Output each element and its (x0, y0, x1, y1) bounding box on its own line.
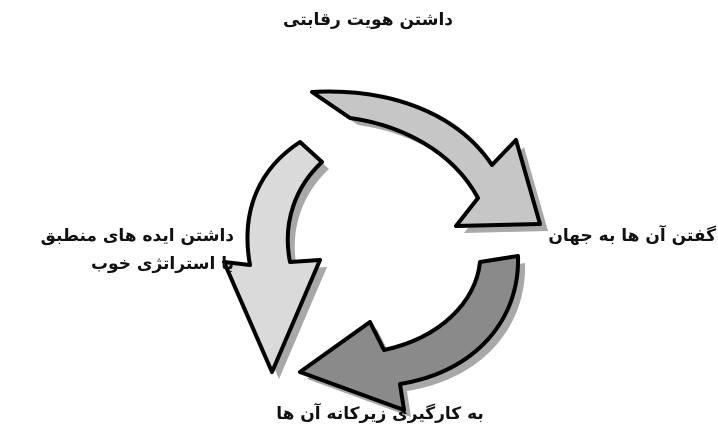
step-label-right: گفتن آن ها به جهان (556, 226, 716, 246)
step-label-left: داشتن ایده های منطبق با استراتژی خوب (4, 222, 234, 278)
step-label-bottom: به کارگیری زیرکانه آن ها (272, 404, 488, 424)
arrow-top-body (312, 92, 540, 226)
step-label-left-line-1: داشتن ایده های منطبق (4, 222, 234, 250)
arrow-left (224, 142, 329, 379)
arrow-top (312, 92, 548, 233)
step-label-top: داشتن هویت رقابتی (268, 10, 468, 30)
step-label-left-line-2: با استراتژی خوب (4, 250, 234, 278)
arrow-bottom (300, 256, 525, 417)
arrow-left-body (224, 142, 322, 372)
